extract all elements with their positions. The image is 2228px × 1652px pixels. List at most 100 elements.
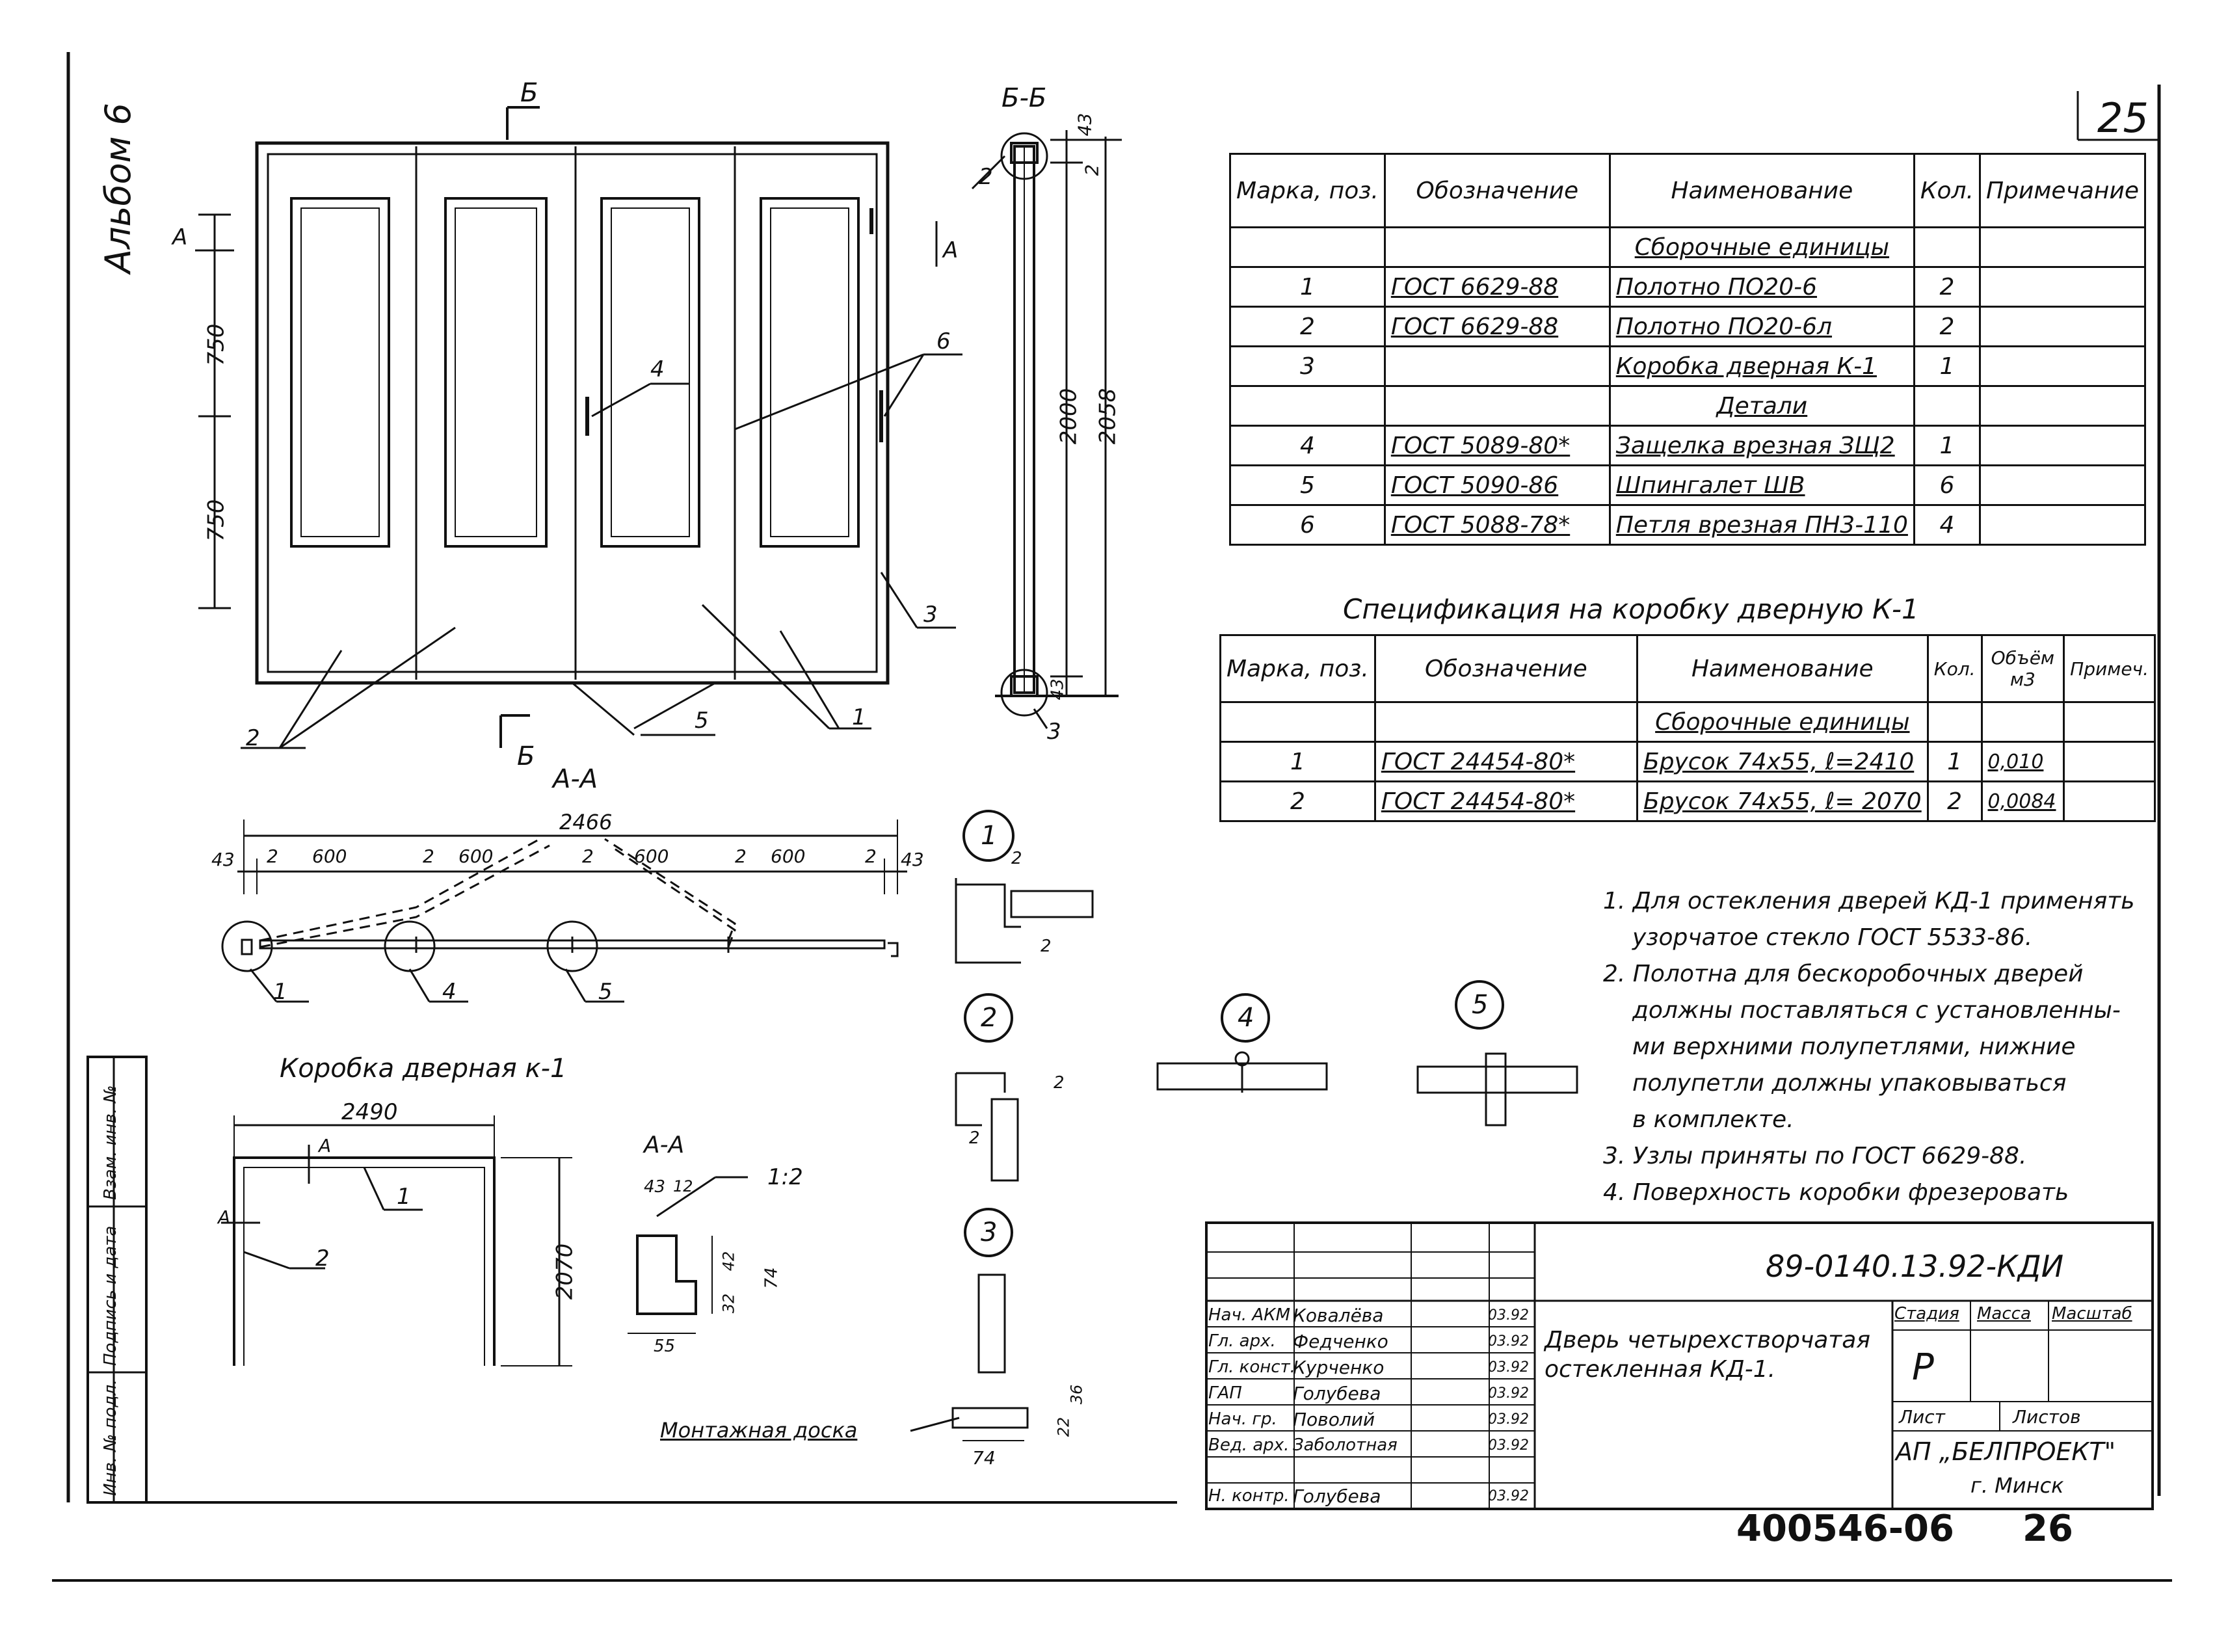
table-row: 1 ГОСТ 24454-80* Брусок 74х55, ℓ=2410 1 … [1219, 741, 2156, 782]
section-mark-b-top: Б [520, 78, 538, 108]
frame-section-dim-55: 55 [654, 1337, 676, 1356]
table-row: Нач. гр. Поволий 03.92 [1208, 1408, 1529, 1430]
footer-code: 400546-06 [1736, 1508, 1954, 1550]
frame-k1-section-a: А [319, 1135, 332, 1156]
page-number: 25 [2097, 94, 2149, 142]
stamp-stage-value: Р [1912, 1346, 1934, 1389]
section-mark-a-right: А [943, 237, 959, 263]
stamp-mass-header: Масса [1977, 1304, 2031, 1324]
plan-aa-left-edge: 43 [211, 849, 235, 870]
table-row: 1 ГОСТ 6629-88 Полотно ПО20-6 2 [1229, 266, 2147, 308]
frame-section-dim-12: 12 [673, 1177, 693, 1195]
section-bb-callout-3: 3 [1047, 719, 1061, 745]
plan-aa-callout-4: 4 [442, 979, 457, 1005]
plan-aa-title: А-А [553, 764, 598, 794]
spec-main-header-name: Наименование [1608, 153, 1915, 228]
plan-aa-gap: 2 [582, 846, 594, 867]
callout-facade-2: 2 [246, 725, 260, 751]
stamp-scale-header: Масштаб [2052, 1304, 2132, 1324]
doc-code: 89-0140.13.92-КДИ [1766, 1249, 2064, 1284]
node-2-dim-2d: 2 [1054, 1073, 1065, 1093]
table-row: 3 Коробка дверная К-1 1 [1229, 345, 2147, 387]
plan-aa-leaf-width: 600 [458, 846, 494, 867]
frame-k1-title: Коробка дверная к-1 [280, 1054, 567, 1084]
callout-facade-4: 4 [650, 356, 665, 382]
plan-aa-leaf-width: 600 [312, 846, 347, 867]
notes-block: 1. Для остекления дверей КД-1 применять … [1603, 888, 2135, 1216]
plan-aa-leaf-width: 600 [634, 846, 669, 867]
plan-aa-right-edge: 43 [901, 849, 924, 870]
spec-main-header-mark: Марка, поз. [1229, 153, 1386, 228]
table-row: Нач. АКМ Ковалёва 03.92 [1208, 1304, 1529, 1326]
plan-aa-gap: 2 [865, 846, 877, 867]
plan-aa-gap: 2 [267, 846, 278, 867]
table-row: Гл. арх. Федченко 03.92 [1208, 1330, 1529, 1352]
callout-facade-3: 3 [923, 602, 938, 628]
node-1-label: 1 [981, 821, 998, 851]
note-line: узорчатое стекло ГОСТ 5533-86. [1632, 924, 2033, 951]
note-line: должны поставляться с установленны- [1632, 997, 2121, 1024]
spec-frame-title: Спецификация на коробку дверную К-1 [1343, 593, 1919, 625]
table-row: 2 ГОСТ 24454-80* Брусок 74х55, ℓ= 2070 2… [1219, 780, 2156, 822]
spec-frame-header-row: Марка, поз. Обозначение Наименование Кол… [1219, 634, 2156, 703]
spec-main-table: Марка, поз. Обозначение Наименование Кол… [1229, 153, 2147, 546]
frame-section-title: А-А [644, 1132, 685, 1158]
frame-k1-callout-2: 2 [315, 1246, 330, 1272]
note-line: 2. Полотна для бескоробочных дверей [1603, 961, 2084, 987]
frame-k1-width: 2490 [341, 1099, 398, 1125]
node-1-dim-2a: 2 [1011, 849, 1022, 868]
table-row: Детали [1229, 385, 2147, 427]
plan-aa-gap: 2 [735, 846, 747, 867]
node-5-label: 5 [1472, 990, 1489, 1020]
table-row: Сборочные единицы [1219, 701, 2156, 743]
spec-frame-group-assemblies: Сборочные единицы [1636, 701, 1929, 743]
note-line: ми верхними полупетлями, нижние [1632, 1033, 2076, 1060]
section-mark-b-bottom: Б [517, 741, 535, 771]
node-3-label: 3 [981, 1218, 998, 1247]
table-row: Н. контр. Голубева 03.92 [1208, 1485, 1529, 1507]
node-3-dim-74: 74 [972, 1447, 996, 1469]
mounting-board-label: Монтажная доска [660, 1418, 858, 1443]
stamp-people: Нач. АКМ Ковалёва 03.92 Гл. арх. Федченк… [1208, 1302, 1533, 1509]
doc-title-line1: Дверь четырехстворчатая [1545, 1327, 1870, 1353]
node-2-label: 2 [981, 1003, 998, 1033]
node-2-dim-2c: 2 [969, 1128, 980, 1148]
section-mark-a-left: А [172, 224, 188, 250]
note-line: полупетли должны упаковываться [1632, 1070, 2067, 1097]
spec-main-header-designation: Обозначение [1383, 153, 1611, 228]
frame-k1-section-a2: А [218, 1206, 231, 1228]
table-row: Гл. конст. Курченко 03.92 [1208, 1356, 1529, 1378]
spec-main-header-note: Примечание [1978, 153, 2147, 228]
node-4-label: 4 [1238, 1003, 1254, 1033]
section-bb-title: Б-Б [1001, 83, 1047, 113]
node-1-dim-2b: 2 [1041, 937, 1052, 956]
note-line: 3. Узлы приняты по ГОСТ 6629-88. [1603, 1143, 2027, 1169]
plan-aa-leaf-width: 600 [771, 846, 806, 867]
spec-main-header-row: Марка, поз. Обозначение Наименование Кол… [1229, 153, 2147, 228]
section-bb-callout-2: 2 [979, 164, 993, 190]
table-row: Сборочные единицы [1229, 226, 2147, 268]
table-row: Вед. арх. Заболотная 03.92 [1208, 1435, 1529, 1455]
note-line: 4. Поверхность коробки фрезеровать [1603, 1179, 2069, 1206]
plan-aa-callout-1: 1 [273, 979, 287, 1005]
callout-facade-5: 5 [695, 708, 709, 734]
spec-frame-table: Марка, поз. Обозначение Наименование Кол… [1219, 634, 2156, 822]
stamp-org-name: АП „БЕЛПРОЕКТ" [1896, 1437, 2116, 1466]
table-row: 6 ГОСТ 5088-78* Петля врезная ПН3-110 4 [1229, 504, 2147, 546]
plan-aa-callout-5: 5 [598, 979, 613, 1005]
callout-facade-6: 6 [936, 328, 951, 354]
stamp-org-city: г. Минск [1970, 1473, 2064, 1498]
doc-title-line2: остекленная КД-1. [1545, 1356, 1776, 1383]
frame-section-scale: 1:2 [767, 1164, 803, 1190]
note-line: в комплекте. [1632, 1106, 1794, 1133]
spec-main-header-qty: Кол. [1913, 153, 1981, 228]
spec-main-group-details: Детали [1608, 385, 1915, 427]
table-row: 5 ГОСТ 5090-86 Шпингалет ШВ 6 [1229, 464, 2147, 506]
